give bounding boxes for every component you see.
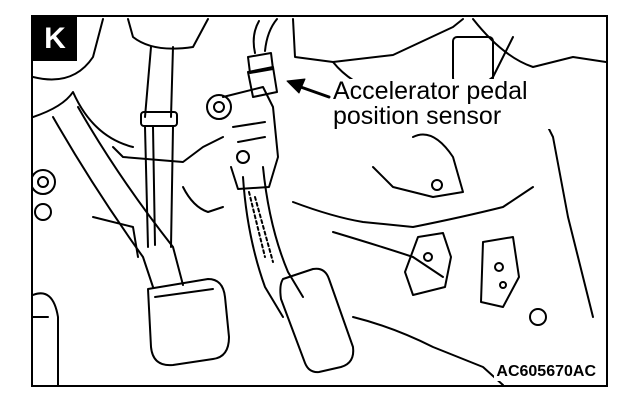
sensor-connector xyxy=(247,52,274,74)
column-tube xyxy=(140,111,178,127)
brake-pedal-pad xyxy=(147,278,230,367)
column-cover xyxy=(127,18,209,50)
bracket-bolt xyxy=(206,94,232,120)
firewall-upper xyxy=(292,18,464,63)
dash-panel-curve xyxy=(33,91,134,148)
panel-bracket xyxy=(112,136,224,163)
mount-bolt-left-2 xyxy=(34,203,52,221)
floor-tunnel xyxy=(292,186,534,228)
pedal-assembly-drawing xyxy=(33,18,606,385)
firewall-right xyxy=(472,18,606,68)
floor-left xyxy=(33,292,59,385)
sensor-callout-label: Accelerator pedal position sensor xyxy=(333,79,573,129)
brake-pedal-arm xyxy=(52,106,184,288)
relay-box xyxy=(452,36,494,83)
figure-code: AC605670AC xyxy=(494,363,598,381)
sensor-harness xyxy=(252,18,278,54)
dash-panel-left xyxy=(33,18,104,81)
accelerator-pedal-arm xyxy=(242,166,304,318)
view-letter-badge: K xyxy=(33,17,77,61)
bracket-right xyxy=(404,232,452,296)
accelerator-pedal-pad xyxy=(279,267,355,374)
column-shaft xyxy=(144,46,174,118)
callout-line-1: Accelerator pedal xyxy=(333,79,573,104)
mount-bolt-left xyxy=(33,169,56,195)
position-sensor-body xyxy=(247,66,278,98)
illustration-frame: K Accelerator pedal position sensor AC60… xyxy=(31,15,608,387)
column-lower xyxy=(144,126,174,248)
callout-line-2: position sensor xyxy=(333,104,573,129)
bolt-right xyxy=(529,308,547,326)
bracket-far-right xyxy=(480,236,520,308)
accelerator-bracket xyxy=(222,86,279,190)
